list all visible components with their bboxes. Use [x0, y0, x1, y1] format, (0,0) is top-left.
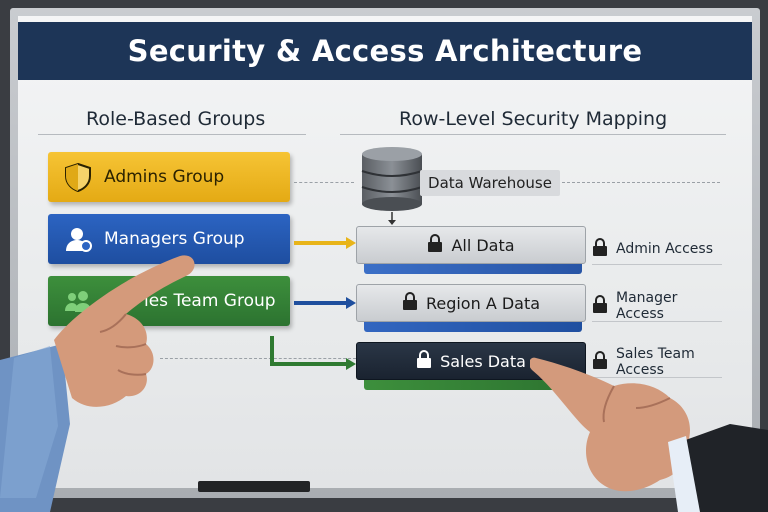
managers-group-label: Managers Group	[104, 229, 245, 249]
lock-icon	[592, 294, 608, 318]
lock-icon	[592, 237, 608, 261]
managers-arrow	[294, 237, 356, 249]
lock-icon	[402, 291, 418, 315]
shield-icon	[62, 161, 94, 193]
all-data-layer[interactable]: All Data	[356, 226, 588, 278]
warehouse-down-arrow	[388, 212, 396, 225]
sales-lower-connector	[160, 358, 356, 359]
sales-data-label: Sales Data	[440, 351, 526, 371]
admin-access-item: Admin Access	[592, 234, 722, 265]
sales-team-arrow	[294, 297, 356, 309]
sales-team-access-item: Sales Team Access	[592, 346, 722, 378]
right-hand-pointing	[530, 357, 768, 512]
sales-data-arrow	[270, 336, 356, 370]
manager-access-item: Manager Access	[592, 290, 722, 322]
arrows-layer	[270, 212, 396, 370]
admins-group-label: Admins Group	[104, 167, 225, 187]
managers-group-card[interactable]: Managers Group	[48, 214, 290, 264]
region-a-data-layer-top: Region A Data	[356, 284, 586, 322]
warehouse-connector-right	[562, 182, 720, 183]
heading-rule-left	[38, 134, 306, 135]
user-icon	[62, 223, 94, 255]
region-a-data-layer[interactable]: Region A Data	[356, 284, 588, 336]
whiteboard: Security & Access Architecture Role-Base…	[18, 16, 752, 488]
database-icon	[360, 146, 424, 216]
page-title: Security & Access Architecture	[127, 34, 643, 68]
title-bar: Security & Access Architecture	[18, 22, 752, 80]
sales-team-access-label: Sales Team Access	[616, 346, 695, 378]
admins-group-card[interactable]: Admins Group	[48, 152, 290, 202]
all-data-label: All Data	[451, 235, 515, 255]
region-a-data-label: Region A Data	[425, 293, 541, 313]
manager-access-label: Manager Access	[616, 290, 678, 322]
left-hand-pointing	[0, 255, 195, 512]
sales-team-group-label: les Team Group	[144, 291, 276, 311]
data-warehouse-label: Data Warehouse	[420, 170, 560, 196]
heading-role-groups: Role-Based Groups	[86, 108, 266, 130]
admin-access-label: Admin Access	[616, 241, 713, 257]
admins-connector	[294, 182, 354, 183]
marker-tray	[198, 481, 310, 492]
lock-icon	[416, 349, 432, 373]
lock-icon	[427, 233, 443, 257]
heading-rls-mapping: Row-Level Security Mapping	[399, 108, 668, 130]
heading-rule-right	[340, 134, 726, 135]
lock-icon	[592, 350, 608, 374]
all-data-layer-top: All Data	[356, 226, 586, 264]
